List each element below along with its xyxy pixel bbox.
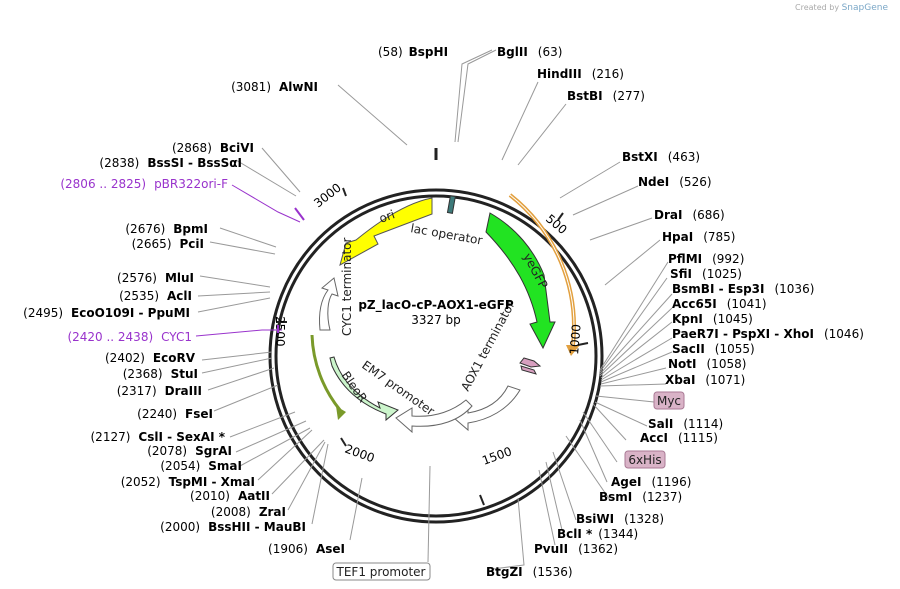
- feature-ori[interactable]: [339, 197, 433, 267]
- feature-cyc1-loop: [319, 277, 339, 331]
- site-tspmi: (2052)TspMI - XmaI: [121, 475, 255, 489]
- site-zrai: (2008)ZraI: [211, 505, 286, 519]
- tick-2500: 2500: [273, 316, 287, 347]
- feature-yegfp[interactable]: [485, 212, 556, 350]
- snapgene-logo: SnapGene: [841, 3, 888, 13]
- site-kpni: KpnI(1045): [672, 312, 753, 326]
- tick-1000: 1000: [567, 324, 584, 356]
- backbone: [268, 188, 604, 524]
- site-stui: (2368)StuI: [123, 367, 198, 381]
- site-bcli: BclI *(1344): [557, 527, 638, 541]
- snapgene-credit: Created by SnapGene: [795, 3, 888, 13]
- site-btgzi: BtgZI(1536): [486, 565, 573, 579]
- site-pflmi: PflMI(992): [668, 252, 744, 266]
- site-xbai: XbaI(1071): [665, 373, 745, 387]
- site-acc65i: Acc65I(1041): [672, 297, 767, 311]
- site-acci: AccI(1115): [640, 431, 718, 445]
- tick-3000: 3000: [311, 181, 344, 211]
- site-bsiwi: BsiWI(1328): [576, 512, 664, 526]
- site-ndei: NdeI(526): [638, 175, 712, 189]
- label-tef1-promoter: TEF1 promoter: [336, 565, 426, 579]
- site-hindiii: HindIII(216): [537, 67, 624, 81]
- features: [310, 193, 580, 434]
- site-sfii: SfiI(1025): [670, 267, 742, 281]
- site-bstbi: BstBI(277): [567, 89, 645, 103]
- site-bsmi: BsmI(1237): [599, 490, 682, 504]
- label-aox1-terminator: AOX1 terminator: [458, 298, 517, 393]
- primer-cyc1-label: (2420 .. 2438)CYC1: [67, 330, 192, 344]
- label-6xhis: 6xHis: [628, 453, 661, 467]
- site-pcii: (2665)PciI: [132, 237, 204, 251]
- site-mlui: (2576)MluI: [117, 271, 194, 285]
- site-smai: (2054)SmaI: [160, 459, 242, 473]
- plasmid-size: 3327 bp: [411, 313, 461, 327]
- site-csli: (2127)CslI - SexAI *: [91, 430, 226, 444]
- label-myc: Myc: [657, 394, 681, 408]
- sites-right: (58)BspHI BglII(63) HindIII(216) BstBI(2…: [378, 45, 864, 579]
- site-fsei: (2240)FseI: [137, 407, 213, 421]
- label-lac-operator: lac operator: [409, 221, 483, 247]
- site-draiii: (2317)DraIII: [117, 384, 202, 398]
- site-bsshii: (2000)BssHII - MauBI: [160, 520, 306, 534]
- site-sali: SalI(1114): [648, 417, 723, 431]
- primer-pbr322ori-label: (2806 .. 2825)pBR322ori-F: [60, 177, 228, 191]
- site-hpai: HpaI(785): [662, 230, 735, 244]
- feature-olive-arc: [310, 334, 342, 411]
- feature-aox1-terminator[interactable]: [519, 357, 542, 368]
- site-sacii: SacII(1055): [672, 342, 755, 356]
- label-ori: ori: [377, 207, 396, 225]
- feature-bleor[interactable]: [329, 356, 399, 422]
- site-bsssi: (2838)BssSI - BssSαI: [99, 156, 242, 170]
- site-bsmbi: BsmBI - Esp3I(1036): [672, 282, 814, 296]
- tick-2000: 2000: [343, 442, 376, 466]
- site-ecoo109i: (2495)EcoO109I - PpuMI: [23, 306, 190, 320]
- site-pvuii: PvuII(1362): [534, 542, 618, 556]
- site-acli: (2535)AclI: [119, 289, 192, 303]
- site-bsphi: (58)BspHI: [378, 45, 448, 59]
- site-ecorv: (2402)EcoRV: [105, 351, 196, 365]
- pointer-lines: [195, 49, 673, 570]
- site-agei: AgeI(1196): [611, 475, 691, 489]
- site-drai: DraI(686): [654, 208, 725, 222]
- site-bpmi: (2676)BpmI: [125, 222, 208, 236]
- primer-pbr322ori-arc: [294, 207, 305, 221]
- feature-lac-operator[interactable]: [446, 195, 456, 214]
- site-paer7i: PaeR7I - PspXI - XhoI(1046): [672, 327, 864, 341]
- box-6xhis[interactable]: 6xHis: [624, 450, 666, 469]
- box-myc[interactable]: Myc: [653, 391, 685, 410]
- site-bcivi: (2868)BciVI: [172, 141, 254, 155]
- box-tef1-promoter[interactable]: TEF1 promoter: [332, 562, 431, 581]
- site-asei: (1906)AseI: [268, 542, 345, 556]
- sites-left: (3081)AlwNI (2868)BciVI (2838)BssSI - Bs…: [23, 80, 345, 556]
- site-sgrai: (2078)SgrAI: [147, 444, 232, 458]
- plasmid-name: pZ_lacO-cP-AOX1-eGFP: [358, 298, 514, 313]
- label-bleor: BleoR: [339, 369, 370, 405]
- feature-tef1-promoter[interactable]: [395, 399, 473, 434]
- credit-prefix: Created by: [795, 3, 840, 12]
- site-aatii: (2010)AatII: [190, 489, 270, 503]
- label-cyc1-terminator: CYC1 terminator: [340, 237, 354, 336]
- site-bstxi: BstXI(463): [622, 150, 700, 164]
- site-noti: NotI(1058): [668, 357, 746, 371]
- site-alwni: (3081)AlwNI: [231, 80, 318, 94]
- site-bglii: BglII(63): [497, 45, 562, 59]
- label-em7-promoter: EM7 promoter: [359, 358, 437, 418]
- tick-1500: 1500: [480, 444, 513, 468]
